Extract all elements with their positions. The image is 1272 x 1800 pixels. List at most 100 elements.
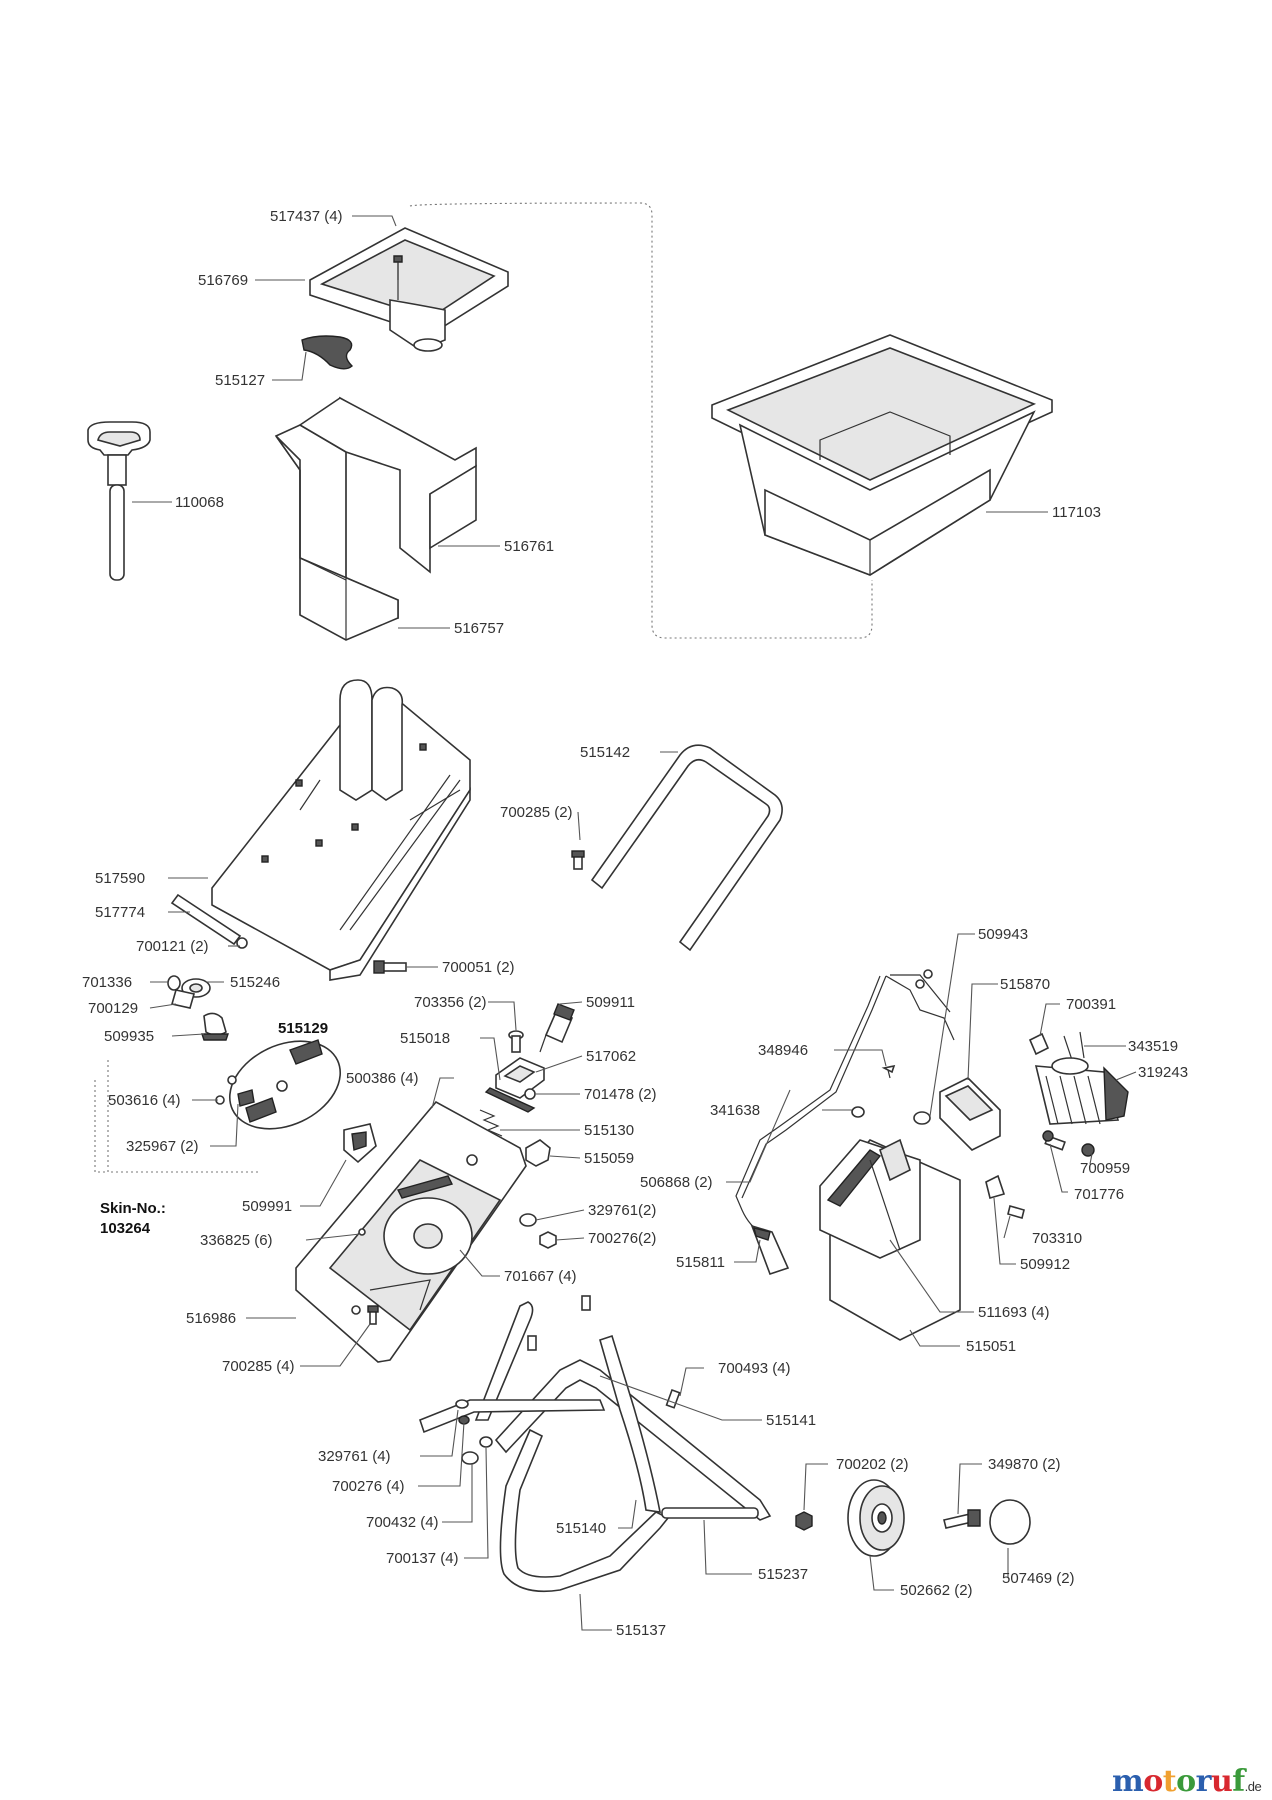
label-515811: 515811 xyxy=(676,1254,725,1271)
logo-letter: o xyxy=(1143,1764,1163,1799)
screw-701776 xyxy=(1042,1130,1066,1151)
base-frame-515137 xyxy=(499,1428,670,1593)
logo-letter: u xyxy=(1210,1764,1233,1799)
bolts-700493 xyxy=(527,1295,681,1409)
label-117103: 117103 xyxy=(1052,504,1101,521)
motor-rotor-319243 xyxy=(1034,1065,1129,1125)
label-515059: 515059 xyxy=(584,1150,634,1167)
label-336825: 336825 (6) xyxy=(200,1232,273,1249)
blade-515018 xyxy=(484,1087,536,1113)
spacers-700432 xyxy=(461,1451,479,1465)
label-517774: 517774 xyxy=(95,904,145,921)
label-516761: 516761 xyxy=(504,538,554,555)
nut-701478 xyxy=(524,1088,536,1100)
washer-701336 xyxy=(167,975,181,991)
screw-336825 xyxy=(358,1228,366,1236)
label-515246: 515246 xyxy=(230,974,280,991)
cutting-disc-515129 xyxy=(228,1039,342,1130)
leg-left-329761 xyxy=(419,1399,606,1434)
leg-515140 xyxy=(474,1301,661,1513)
motoruf-logo[interactable]: motoruf.de xyxy=(1112,1764,1262,1799)
label-516769: 516769 xyxy=(198,272,248,289)
bolt-703356 xyxy=(508,1030,524,1053)
feed-chute-516761-516757 xyxy=(274,396,477,641)
logo-letter: f xyxy=(1232,1764,1245,1799)
bracket-515059 xyxy=(525,1139,551,1167)
label-700391: 700391 xyxy=(1066,996,1116,1013)
logo-letter: t xyxy=(1162,1764,1177,1799)
label-348946: 348946 xyxy=(758,1042,808,1059)
handle-515142 xyxy=(590,744,783,952)
label-515129: 515129 xyxy=(278,1020,328,1037)
label-701478: 701478 (2) xyxy=(584,1086,657,1103)
chassis-plate-516986 xyxy=(295,1100,527,1363)
switch-515870 xyxy=(939,1077,1001,1151)
label-701776: 701776 xyxy=(1074,1186,1124,1203)
label-515237: 515237 xyxy=(758,1566,808,1583)
screw-700051 xyxy=(373,960,407,974)
label-515130: 515130 xyxy=(584,1122,634,1139)
label-515018: 515018 xyxy=(400,1030,450,1047)
label-509935: 509935 xyxy=(104,1028,154,1045)
hubcap-507469 xyxy=(989,1499,1031,1545)
label-341638: 341638 xyxy=(710,1102,760,1119)
label-700121: 700121 (2) xyxy=(136,938,209,955)
gasket-515127 xyxy=(301,335,354,370)
logo-letters: motoruf xyxy=(1112,1764,1245,1799)
label-700285-b: 700285 (4) xyxy=(222,1358,295,1375)
label-343519: 343519 xyxy=(1128,1038,1178,1055)
motor-housing-515051 xyxy=(819,1138,961,1341)
label-701667: 701667 (4) xyxy=(504,1268,577,1285)
pusher-stick-110068 xyxy=(87,421,151,581)
label-349870: 349870 (2) xyxy=(988,1456,1061,1473)
washers-700137 xyxy=(479,1436,493,1448)
label-516757: 516757 xyxy=(454,620,504,637)
clip-509991 xyxy=(343,1123,377,1164)
logo-letter: o xyxy=(1176,1764,1196,1799)
label-500386: 500386 (4) xyxy=(346,1070,419,1087)
label-700276-b: 700276 (4) xyxy=(332,1478,405,1495)
label-700129: 700129 xyxy=(88,1000,138,1017)
label-700959: 700959 xyxy=(1080,1160,1130,1177)
clamp-341638 xyxy=(851,1106,865,1118)
frame-515141 xyxy=(494,1359,772,1521)
label-325967: 325967 (2) xyxy=(126,1138,199,1155)
label-517590: 517590 xyxy=(95,870,145,887)
pin-703310 xyxy=(1007,1205,1025,1219)
washer-700959 xyxy=(1081,1143,1095,1157)
label-515137: 515137 xyxy=(616,1622,666,1639)
label-509991: 509991 xyxy=(242,1198,292,1215)
screw-517437 xyxy=(393,255,403,280)
label-516986: 516986 xyxy=(186,1310,236,1327)
label-509943: 509943 xyxy=(978,926,1028,943)
nut-700202 xyxy=(795,1511,813,1531)
label-506868: 506868 (2) xyxy=(640,1174,713,1191)
wheel-502662 xyxy=(847,1479,905,1557)
logo-letter: m xyxy=(1112,1764,1144,1799)
washer-329761-a xyxy=(519,1213,537,1227)
capacitor-515811 xyxy=(750,1224,790,1276)
label-515870: 515870 xyxy=(1000,976,1050,993)
label-517062: 517062 xyxy=(586,1048,636,1065)
grommet-509943 xyxy=(913,1111,931,1125)
hopper-group-dotted-line xyxy=(409,202,873,639)
label-skin-title: Skin-No.: xyxy=(100,1200,166,1217)
label-515127: 515127 xyxy=(215,372,265,389)
cap-509935 xyxy=(201,1012,229,1041)
main-hopper-117103 xyxy=(711,334,1053,576)
knife-325967 xyxy=(237,1089,255,1107)
clip-509912 xyxy=(985,1174,1006,1199)
axle-515237 xyxy=(661,1507,759,1519)
skin-group-dotted-line xyxy=(94,1060,258,1173)
label-507469: 507469 (2) xyxy=(1002,1570,1075,1587)
logo-letter: r xyxy=(1195,1764,1212,1799)
screw-348946 xyxy=(881,1064,896,1079)
knob-509911 xyxy=(539,1003,575,1053)
label-503616: 503616 (4) xyxy=(108,1092,181,1109)
label-703356: 703356 (2) xyxy=(414,994,487,1011)
label-703310: 703310 xyxy=(1032,1230,1082,1247)
label-509912: 509912 xyxy=(1020,1256,1070,1273)
armature-343519 xyxy=(1051,1031,1089,1075)
logo-domain: .de xyxy=(1244,1779,1262,1794)
